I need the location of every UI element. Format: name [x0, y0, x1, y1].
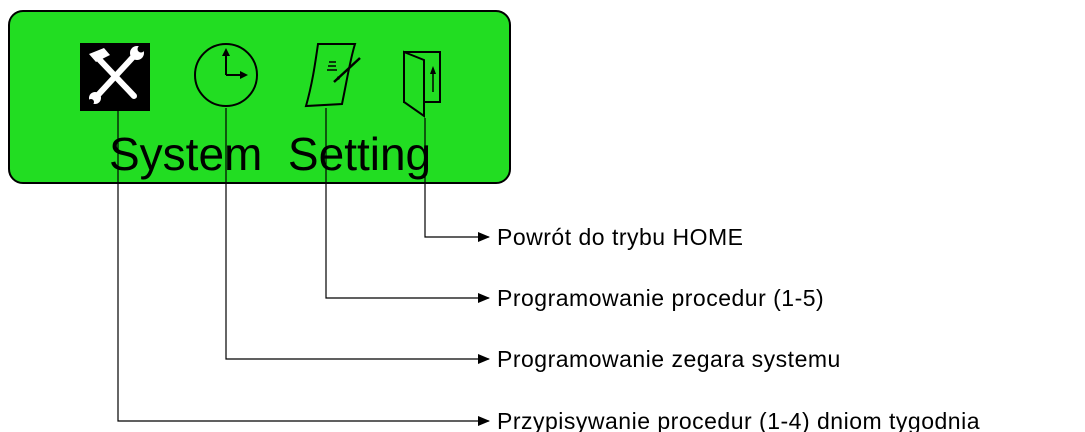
- exit-door-icon[interactable]: [403, 50, 441, 118]
- leader-line-document: [325, 108, 490, 303]
- leader-line-tools: [117, 111, 490, 426]
- document-pen-icon[interactable]: [304, 43, 361, 108]
- leader-line-exit: [424, 118, 490, 242]
- tools-icon[interactable]: [80, 43, 150, 111]
- callout-document-label: Programowanie procedur (1-5): [497, 285, 824, 311]
- leader-line-clock: [225, 108, 490, 364]
- callout-exit-label: Powrót do trybu HOME: [497, 224, 743, 250]
- screen-title: System Setting: [109, 128, 431, 180]
- clock-icon[interactable]: [194, 43, 258, 107]
- callout-tools-label: Przypisywanie procedur (1-4) dniom tygod…: [497, 408, 980, 432]
- callout-clock-label: Programowanie zegara systemu: [497, 346, 841, 372]
